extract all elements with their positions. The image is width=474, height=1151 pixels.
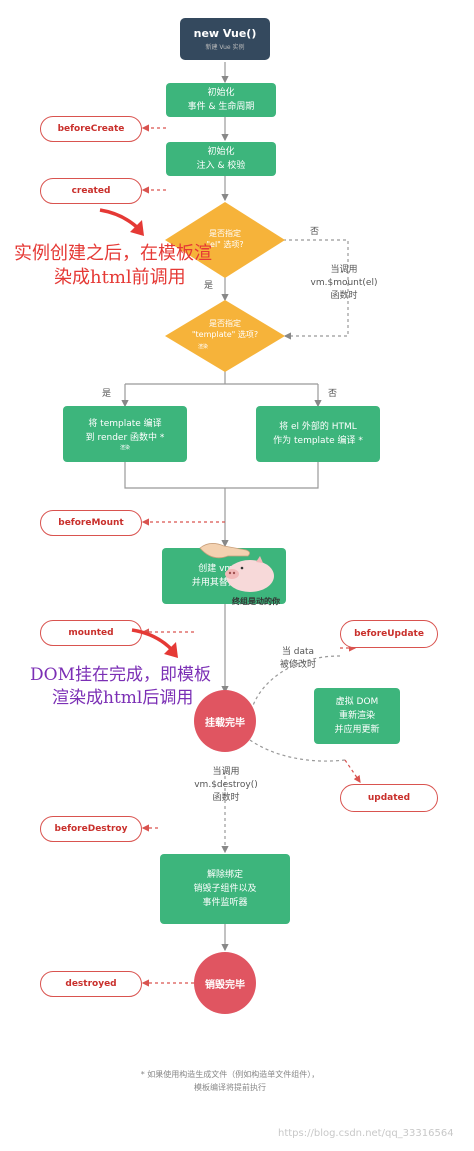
pig-sticker	[199, 543, 274, 592]
no-label-1: 否	[310, 227, 320, 237]
when-mount-line-2: vm.$mount(el)	[310, 278, 378, 288]
before-destroy-hook: beforeDestroy	[40, 816, 142, 842]
template-option-line-2: "template" 选项?	[191, 330, 259, 339]
new-vue-title: new Vue()	[193, 27, 257, 40]
vdom-line-3: 并应用更新	[334, 725, 380, 735]
data-changed-label: 当 data 被修改时	[268, 646, 328, 672]
new-vue-node: new Vue() 新建 Vue 实例	[180, 18, 270, 60]
mounted-annotation-line-2: 渲染成html后调用	[52, 688, 194, 708]
init-inject-step: 初始化 注入 & 校验	[166, 142, 276, 176]
mounted-annotation-line-1: DOM挂在完成，即模板	[30, 665, 211, 685]
vdom-line-1: 虚拟 DOM	[335, 697, 379, 707]
created-hook: created	[40, 178, 142, 204]
sticker-caption: 终组是动的你	[232, 597, 280, 606]
red-arrow-icon	[99, 208, 144, 236]
data-changed-line-1: 当 data	[281, 647, 315, 657]
vdom-rerender-step: 虚拟 DOM 重新渲染 并应用更新	[314, 688, 400, 744]
mounted-hook: mounted	[40, 620, 142, 646]
footer-line-2: 模板编译将提前执行	[194, 1083, 266, 1092]
init-events-step: 初始化 事件 & 生命周期	[166, 83, 276, 117]
before-create-hook: beforeCreate	[40, 116, 142, 142]
before-mount-hook: beforeMount	[40, 510, 142, 536]
el-option-text: 是否指定 "el" 选项?	[185, 228, 265, 250]
when-destroy-label: 当调用 vm.$destroy() 函数时	[176, 766, 276, 805]
created-annotation: 实例创建之后，在模板渲 染成html前调用	[14, 242, 284, 290]
init-inject-line-2: 注入 & 校验	[196, 161, 246, 171]
new-vue-subtitle: 新建 Vue 实例	[205, 44, 245, 51]
el-option-line-2: "el" 选项?	[206, 240, 244, 249]
mounted-annotation: DOM挂在完成，即模板 渲染成html后调用	[30, 664, 270, 710]
template-option-small: 渲染	[198, 344, 209, 350]
when-mount-line-3: 函数时	[330, 291, 358, 301]
template-option-diamond	[165, 300, 285, 372]
mounted-state: 挂载完毕	[194, 690, 256, 752]
no-label-2: 否	[328, 389, 338, 399]
footer-line-1: * 如果使用构造生成文件（例如构造单文件组件），	[140, 1070, 320, 1079]
el-option-line-1: 是否指定	[209, 229, 241, 238]
footer-note: * 如果使用构造生成文件（例如构造单文件组件）， 模板编译将提前执行	[100, 1068, 360, 1094]
create-el-line-1: 创建 vm.$el	[198, 564, 250, 574]
teardown-line-2: 销毁子组件以及	[193, 884, 257, 894]
init-events-line-1: 初始化	[207, 88, 235, 98]
when-mount-label: 当调用 vm.$mount(el) 函数时	[296, 264, 392, 303]
teardown-line-3: 事件监听器	[202, 898, 248, 908]
created-annotation-line-2: 染成html前调用	[54, 267, 186, 288]
red-arrow-icon-2	[131, 628, 178, 658]
compile-template-line-1: 将 template 编译	[88, 418, 162, 429]
when-destroy-line-1: 当调用	[212, 767, 240, 777]
el-option-diamond	[165, 202, 285, 278]
before-update-hook: beforeUpdate	[340, 620, 438, 648]
create-el-line-2: 并用其替换 "el"	[191, 578, 257, 588]
destroyed-state: 销毁完毕	[194, 952, 256, 1014]
yes-label-1: 是	[204, 281, 214, 291]
teardown-line-1: 解除绑定	[206, 870, 243, 880]
compile-template-step: 将 template 编译 到 render 函数中 * 渲染	[63, 406, 187, 462]
init-events-line-2: 事件 & 生命周期	[187, 102, 255, 112]
yes-label-2: 是	[102, 389, 112, 399]
when-destroy-line-3: 函数时	[212, 793, 240, 803]
updated-hook: updated	[340, 784, 438, 812]
template-option-text: 是否指定 "template" 选项?	[182, 318, 268, 340]
when-destroy-line-2: vm.$destroy()	[194, 780, 258, 790]
compile-template-small: 渲染	[119, 444, 130, 451]
vdom-line-2: 重新渲染	[338, 711, 375, 721]
init-inject-line-1: 初始化	[207, 147, 235, 157]
teardown-step: 解除绑定 销毁子组件以及 事件监听器	[160, 854, 290, 924]
data-changed-line-2: 被修改时	[279, 660, 316, 670]
created-annotation-line-1: 实例创建之后，在模板渲	[14, 243, 212, 264]
compile-template-line-2: 到 render 函数中 *	[85, 432, 165, 443]
destroyed-hook: destroyed	[40, 971, 142, 997]
compile-el-line-1: 将 el 外部的 HTML	[279, 422, 357, 432]
when-mount-line-1: 当调用	[330, 265, 358, 275]
template-option-line-1: 是否指定	[209, 319, 241, 328]
compile-el-step: 将 el 外部的 HTML 作为 template 编译 *	[256, 406, 380, 462]
watermark: https://blog.csdn.net/qq_33316564	[278, 1128, 454, 1139]
compile-el-line-2: 作为 template 编译 *	[273, 436, 363, 446]
